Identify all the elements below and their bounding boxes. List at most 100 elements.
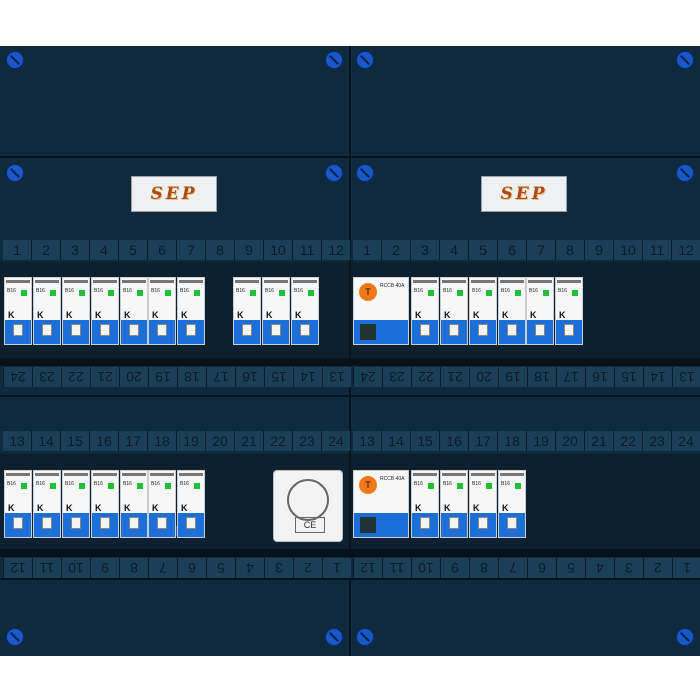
toggle-lever[interactable] [13,517,23,529]
toggle-lever[interactable] [535,324,545,336]
toggle-lever[interactable] [13,324,23,336]
breaker-label: B16 [443,481,452,487]
center-divider [349,46,351,656]
toggle-lever[interactable] [449,517,459,529]
toggle-lever[interactable] [157,517,167,529]
toggle-lever[interactable] [420,324,430,336]
slot-number: 10 [614,240,643,260]
breaker-label: B16 [123,288,132,294]
breaker-mark: K [181,503,188,513]
slot-number: 21 [440,367,469,387]
logo-text: SEP [500,184,548,204]
screw-icon[interactable] [676,51,694,69]
screw-icon[interactable] [325,628,343,646]
toggle-lever[interactable] [42,324,52,336]
toggle-lever[interactable] [478,517,488,529]
screw-icon[interactable] [356,51,374,69]
screw-icon[interactable] [676,164,694,182]
toggle-lever[interactable] [71,517,81,529]
screw-icon[interactable] [676,628,694,646]
socket-outlet[interactable]: CE [273,470,343,542]
screw-icon[interactable] [6,628,24,646]
toggle-lever[interactable] [564,324,574,336]
toggle-lever[interactable] [100,324,110,336]
screw-icon[interactable] [6,51,24,69]
toggle-lever[interactable] [100,517,110,529]
toggle-lever[interactable] [42,517,52,529]
slot-number: 11 [293,240,322,260]
status-led [486,290,492,296]
toggle-lever[interactable] [129,517,139,529]
screw-icon[interactable] [6,164,24,182]
breaker-label: B16 [7,481,16,487]
busbar [0,549,700,557]
toggle-lever[interactable] [186,517,196,529]
toggle-lever[interactable] [420,517,430,529]
screw-icon[interactable] [325,51,343,69]
status-led [137,483,143,489]
rcd-module[interactable]: T RCCB 40A [353,277,409,345]
screw-icon[interactable] [356,628,374,646]
toggle-lever[interactable] [478,324,488,336]
status-led [21,290,27,296]
status-led [79,290,85,296]
toggle-lever[interactable] [507,324,517,336]
toggle-lever[interactable] [157,324,167,336]
toggle-lever[interactable] [242,324,252,336]
sep-logo: SEP [131,176,217,212]
toggle-lever[interactable] [271,324,281,336]
screw-icon[interactable] [356,164,374,182]
toggle-lever[interactable] [300,324,310,336]
breaker-label: B16 [472,481,481,487]
status-led [515,290,521,296]
ce-mark: CE [295,517,325,533]
status-led [50,290,56,296]
rcd-module[interactable]: T RCCB 40A [353,470,409,538]
toggle-lever[interactable] [507,517,517,529]
slot-number: 20 [119,367,148,387]
breaker-label: B16 [236,288,245,294]
screw-icon[interactable] [325,164,343,182]
breaker-label: B16 [151,288,160,294]
toggle-lever[interactable] [71,324,81,336]
toggle-lever[interactable] [449,324,459,336]
status-led [543,290,549,296]
slot-number: 21 [585,431,614,451]
slot-number: 12 [3,558,32,578]
slot-number: 16 [235,367,264,387]
slot-number: 22 [264,431,293,451]
toggle-lever[interactable] [129,324,139,336]
breaker-mark: K [559,310,566,320]
slot-number: 6 [527,558,556,578]
toggle-lever[interactable] [186,324,196,336]
